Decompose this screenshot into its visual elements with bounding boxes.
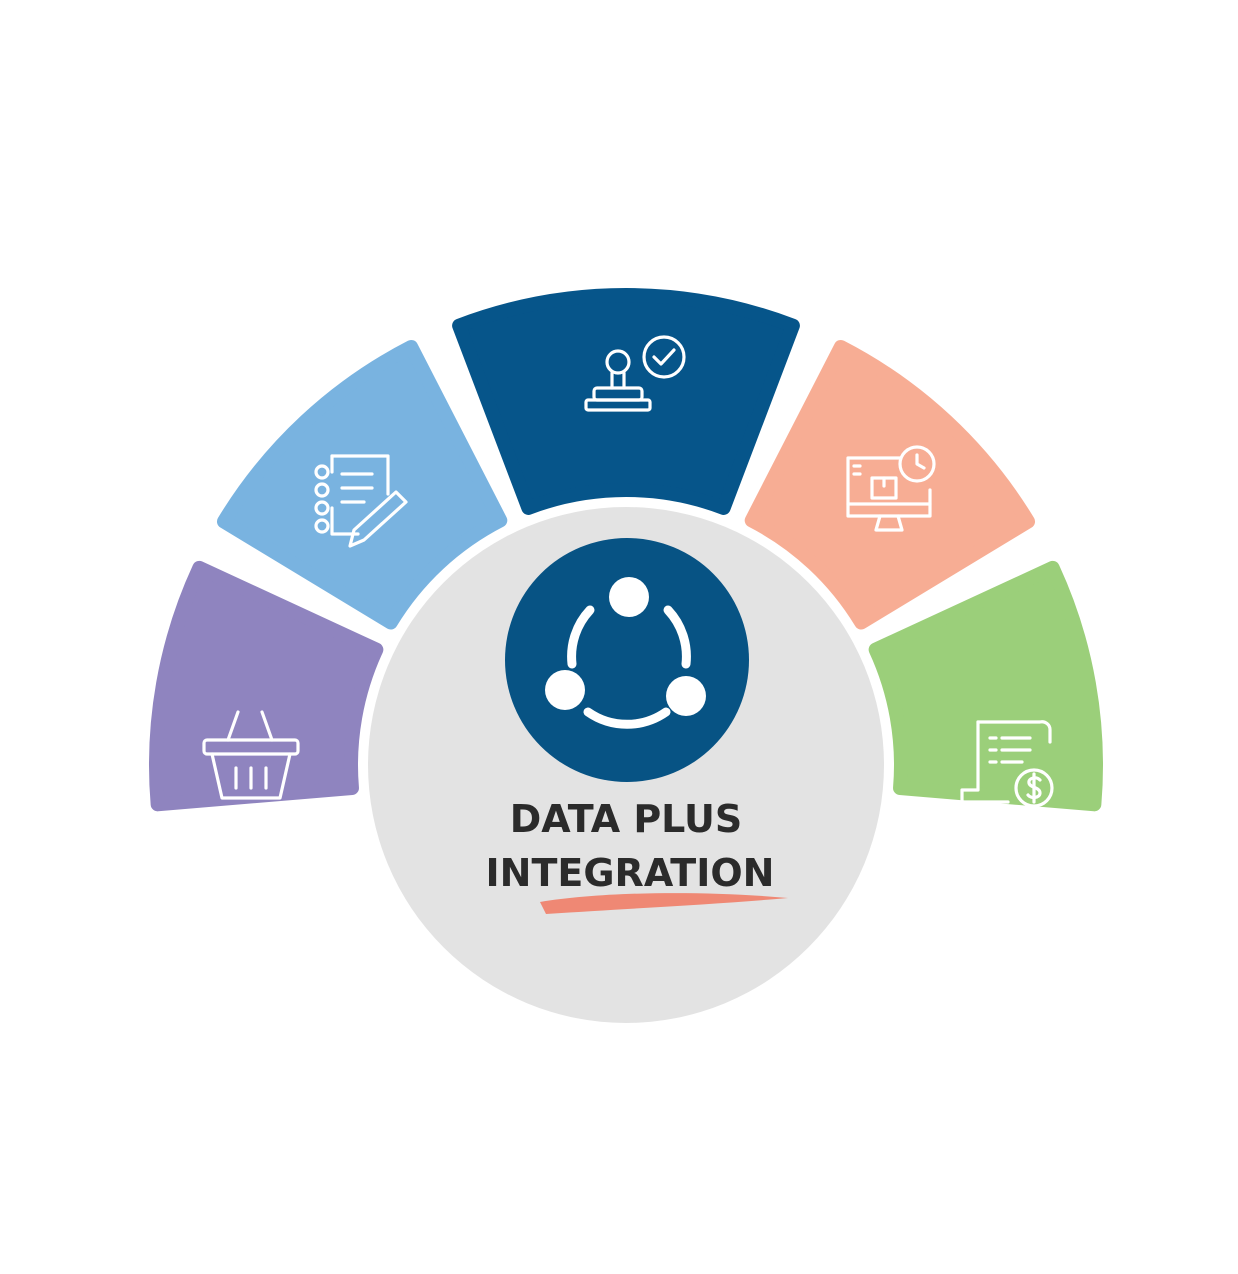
checklist-pencil-icon	[314, 454, 408, 548]
invoice-dollar-icon	[960, 720, 1054, 808]
computer-package-clock-icon	[846, 445, 936, 532]
underline-brush	[540, 893, 788, 914]
computer-delivery-segment	[744, 339, 1036, 630]
checklist-document-segment	[216, 339, 508, 630]
approval-stamp-icon	[584, 335, 686, 412]
hub-title-line1: DATA PLUS	[510, 797, 743, 841]
share-nodes-icon	[505, 538, 749, 782]
shopping-basket-segment	[149, 560, 384, 812]
invoice-payment-segment	[868, 560, 1103, 812]
shopping-basket-icon	[202, 710, 300, 800]
hub-title-line2: INTEGRATION	[486, 851, 775, 895]
